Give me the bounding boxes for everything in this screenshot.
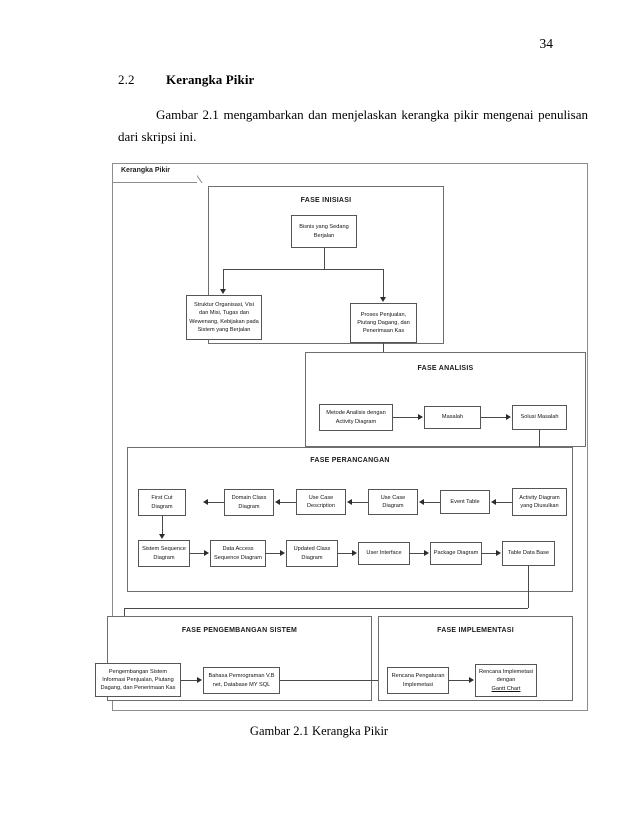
rencana-implementasi-text: Rencana Implemetasi dengan [478, 669, 534, 684]
arrow-to-bahasa-pemrograman [197, 677, 202, 683]
page-number: 34 [539, 36, 554, 51]
node-sistem-sequence-diagram: Sistem Sequence Diagram [138, 540, 190, 567]
arrow-r1-e [491, 499, 496, 505]
node-struktur-organisasi: Struktur Organisasi, Visi dan Misi, Tuga… [186, 295, 262, 340]
panel-title-analisis: FASE ANALISIS [417, 365, 474, 372]
node-data-access-sequence-diagram: Data Access Sequence Diagram [210, 540, 266, 567]
connector-metode-to-masalah [393, 417, 418, 418]
arrow-r2-e [496, 550, 501, 556]
connector-r2-a [190, 553, 204, 554]
connector-r2-d [410, 553, 424, 554]
node-event-table: Event Table [440, 490, 490, 514]
node-user-interface: User Interface [358, 542, 410, 565]
frame-tab-label: Kerangka Pikir [121, 167, 171, 174]
connector-tdb-down [528, 566, 529, 608]
connector-r2-c [338, 553, 352, 554]
panel-title-implementasi: FASE IMPLEMENTASI [437, 627, 514, 634]
connector-firstcut-down [162, 516, 163, 534]
gantt-chart-text: Gantt Chart [491, 685, 521, 692]
section-title: Kerangka Pikir [166, 72, 255, 87]
connector-pengaturan-to-gantt [449, 680, 469, 681]
connector-pengembangan-to-bahasa [181, 680, 197, 681]
connector-to-proses [383, 269, 384, 297]
node-table-data-base: Table Data Base [502, 541, 555, 566]
node-domain-class-diagram: Domain Class Diagram [224, 489, 274, 516]
panel-title-pengembangan: FASE PENGEMBANGAN SISTEM [181, 627, 298, 634]
node-pengembangan-sistem: Pengembangan Sistem Informasi Penjualan,… [95, 663, 181, 697]
frame-tab-diagonal [197, 164, 213, 183]
arrow-r1-d [419, 499, 424, 505]
paragraph-text: Gambar 2.1 mengambarkan dan menjelaskan … [118, 107, 588, 144]
arrow-r2-a [204, 550, 209, 556]
connector-tdb-left [124, 608, 528, 609]
node-use-case-description: Use Case Description [296, 489, 346, 515]
arrow-to-sistem-sequence [159, 534, 165, 539]
arrow-to-struktur [220, 289, 226, 294]
node-bahasa-pemrograman: Bahasa Pemrograman V.B net, Database MY … [203, 667, 280, 694]
arrow-r1-b [275, 499, 280, 505]
connector-to-struktur [223, 269, 224, 289]
arrow-r2-d [424, 550, 429, 556]
connector-bahasa-to-implementasi [280, 680, 379, 681]
section-number: 2.2 [118, 72, 135, 87]
kerangka-pikir-frame: Kerangka Pikir FASE INISIASI Bisnis yang… [95, 163, 588, 711]
arrow-r2-c [352, 550, 357, 556]
node-package-diagram: Package Diagram [430, 542, 482, 565]
node-solusi-masalah: Solusi Masalah [512, 405, 567, 430]
arrow-r2-b [280, 550, 285, 556]
arrow-to-rencana-implementasi [469, 677, 474, 683]
connector-masalah-to-solusi [481, 417, 506, 418]
panel-title-perancangan: FASE PERANCANGAN [310, 457, 390, 464]
arrow-r1-c [347, 499, 352, 505]
section-heading: 2.2 Kerangka Pikir [118, 72, 588, 88]
arrow-to-masalah [418, 414, 423, 420]
node-activity-diagram-diusulkan: Activity Diagram yang Diusulkan [512, 488, 567, 516]
connector-bisnis-split [223, 269, 383, 270]
node-rencana-pengaturan: Rencana Pengaturan Implemetasi [387, 667, 449, 694]
node-use-case-diagram: Use Case Diagram [368, 489, 418, 515]
node-bisnis-berjalan: Bisnis yang Sedang Berjalan [291, 215, 357, 248]
connector-bisnis-down [324, 248, 325, 269]
arrow-to-solusi [506, 414, 511, 420]
connector-r1-d [424, 502, 440, 503]
node-metode-analisis: Metode Analisis dengan Activity Diagram [319, 404, 393, 431]
figure-caption: Gambar 2.1 Kerangka Pikir [249, 724, 389, 738]
connector-r2-e [482, 553, 496, 554]
arrow-r1-a [203, 499, 208, 505]
panel-title-inisiasi: FASE INISIASI [300, 197, 352, 204]
frame-tab: Kerangka Pikir [113, 164, 197, 183]
node-updated-class-diagram: Updated Class Diagram [286, 540, 338, 567]
connector-r1-c [352, 502, 368, 503]
node-proses-penjualan: Proses Penjualan, Piutang Dagang, dan Pe… [350, 303, 417, 343]
panel-fase-perancangan: FASE PERANCANGAN [127, 447, 573, 592]
panel-fase-analisis: FASE ANALISIS [305, 352, 586, 447]
connector-r1-a [208, 502, 224, 503]
connector-r1-b [280, 502, 296, 503]
connector-r1-e [496, 502, 512, 503]
node-rencana-implementasi-gantt: Rencana Implemetasi dengan Gantt Chart [475, 664, 537, 697]
connector-r2-b [266, 553, 280, 554]
node-masalah: Masalah [424, 406, 481, 429]
node-first-cut-diagram: First Cut Diagram [138, 489, 186, 516]
arrow-to-proses [380, 297, 386, 302]
intro-paragraph: Gambar 2.1 mengambarkan dan menjelaskan … [118, 104, 588, 148]
